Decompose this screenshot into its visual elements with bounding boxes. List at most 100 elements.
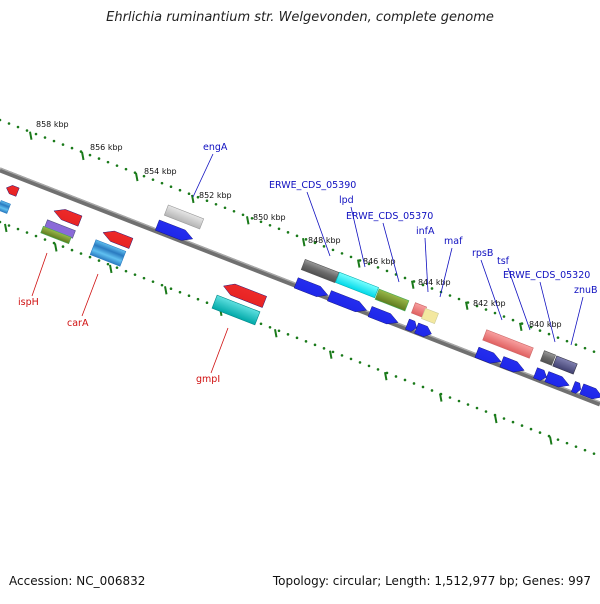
minor-tick [214,202,218,206]
gene-label-isph: ispH [18,297,39,308]
minor-tick [367,262,371,266]
tick-label: 858 kbp [36,120,69,129]
cds-arrow [367,306,399,325]
gene-block [89,239,127,267]
leader-line [31,252,48,297]
minor-tick [448,396,452,399]
gene-label-cara: carA [67,318,89,329]
minor-tick [0,220,2,224]
minor-tick [574,445,578,448]
leader-line [439,247,453,298]
major-tick [357,259,361,268]
minor-tick [583,448,587,452]
minor-tick [430,389,434,392]
minor-tick [259,322,263,326]
gene-arrow-reverse [53,209,83,227]
cds-arrow [579,383,600,400]
minor-tick [43,238,47,241]
accession-text: Accession: NC_006832 [9,574,146,588]
minor-tick [313,343,317,347]
minor-tick [169,287,173,290]
gene-label-infa: infA [416,226,435,237]
minor-tick [331,248,335,252]
tick-label: 846 kbp [363,257,396,266]
minor-tick [52,139,56,143]
minor-tick [412,382,416,385]
gene-arrow-reverse [223,283,267,308]
minor-tick [349,357,353,361]
minor-tick [322,347,326,350]
minor-tick [16,227,20,231]
minor-tick [340,354,344,357]
leader-line [382,222,400,283]
minor-tick [187,294,191,298]
minor-tick [223,206,227,210]
minor-tick [502,417,506,420]
minor-tick [376,368,380,371]
minor-tick [322,245,326,248]
leader-line [210,327,229,374]
minor-tick [313,241,317,245]
minor-tick [124,269,128,273]
gene-label-enga: engA [203,142,228,153]
minor-tick [106,160,110,164]
cds-arrow [293,277,329,297]
minor-tick [502,315,506,318]
minor-tick [538,329,542,332]
minor-tick [538,431,542,434]
gene-block [482,329,534,359]
gene-block [300,258,340,284]
minor-tick [304,340,308,343]
major-tick [519,322,523,331]
gene-block [374,288,410,312]
minor-tick [520,424,524,427]
minor-tick [304,238,308,241]
major-tick [411,280,415,289]
gene-arrow-reverse [6,185,20,197]
feature-track [0,185,600,400]
minor-tick [340,252,344,255]
minor-tick [187,192,191,196]
major-tick [549,436,553,445]
minor-tick [385,371,389,375]
minor-tick [367,364,371,368]
minor-tick [169,185,173,188]
minor-tick [160,181,164,185]
minor-tick [457,399,461,403]
gene-label-rpsb: rpsB [472,248,493,259]
minor-tick [448,294,452,297]
minor-tick [466,403,470,406]
leader-line [306,191,331,257]
outer-tick-ring [0,118,596,353]
minor-tick [115,266,119,269]
minor-tick [529,427,533,431]
major-tick [302,237,306,247]
major-tick [274,329,278,338]
major-tick [81,151,85,161]
major-tick [465,301,469,310]
minor-tick [196,195,200,199]
gene-block [421,307,439,325]
cds-arrow [499,356,525,373]
minor-tick [79,252,83,255]
cds-arrow [155,219,194,241]
minor-tick [358,361,362,364]
minor-tick [115,164,119,167]
minor-tick [124,167,128,171]
leader-line [507,267,531,331]
cds-arrow [327,290,368,312]
gene-arrow-reverse [102,230,134,249]
minor-tick [547,332,551,336]
gene-label-erwe_cds_05390: ERWE_CDS_05390 [269,180,356,191]
minor-tick [151,178,155,181]
minor-tick [475,304,479,308]
gene-label-maf: maf [444,236,463,247]
major-tick [135,172,139,182]
minor-tick [61,245,65,248]
minor-tick [70,248,74,252]
minor-tick [151,280,155,283]
gene-label-erwe_cds_05320: ERWE_CDS_05320 [503,270,590,281]
minor-tick [97,259,101,262]
